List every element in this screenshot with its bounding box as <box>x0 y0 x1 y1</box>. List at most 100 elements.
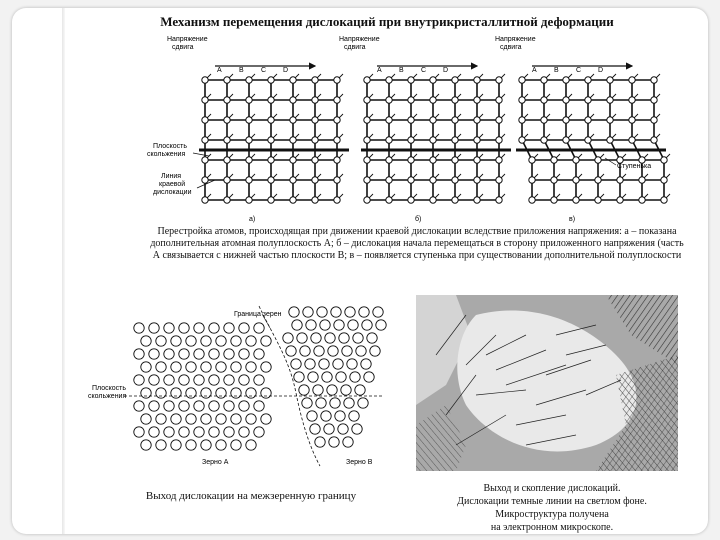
lattice-atom <box>451 156 459 164</box>
lattice-atom <box>495 196 503 204</box>
lattice-atom <box>451 96 459 104</box>
grain-atom <box>260 361 272 373</box>
grain-atom <box>200 439 212 451</box>
lattice-atom <box>385 96 393 104</box>
grain-atom <box>290 358 302 370</box>
grain-atom <box>185 335 197 347</box>
lattice-atom <box>363 156 371 164</box>
lattice-atom <box>584 116 592 124</box>
lattice-atom <box>407 76 415 84</box>
grain-atom <box>148 426 160 438</box>
grain-atom <box>349 371 361 383</box>
lattice-atom <box>616 196 624 204</box>
grain-atom <box>163 426 175 438</box>
lattice-atom <box>495 76 503 84</box>
col-label-c-A: A <box>532 67 537 74</box>
lattice-atom <box>562 116 570 124</box>
lattice-atom <box>223 156 231 164</box>
grain-atom <box>148 322 160 334</box>
col-label-b-A: A <box>377 67 382 74</box>
dislocation-line <box>555 324 597 336</box>
grain-atom <box>148 374 160 386</box>
dislocation-line <box>485 334 527 356</box>
grain-atom <box>328 436 340 448</box>
lattice-atom <box>201 76 209 84</box>
grain-boundary-diagram: Граница зерен Плоскость скольжения Зерно… <box>88 305 387 467</box>
grain-atom <box>253 400 265 412</box>
caption-grain-boundary: Выход дислокации на межзеренную границу <box>145 490 357 502</box>
grain-atom <box>293 371 305 383</box>
boundary-pointer <box>261 313 271 329</box>
lattice-atom <box>594 196 602 204</box>
grain-atom <box>223 426 235 438</box>
lattice-atom <box>594 156 602 164</box>
lattice-atom <box>429 196 437 204</box>
grain-atom <box>321 371 333 383</box>
lattice-atom <box>584 76 592 84</box>
grain-atom <box>354 384 366 396</box>
grain-atom <box>302 306 314 318</box>
lattice-atom <box>407 176 415 184</box>
lattice-atom <box>616 156 624 164</box>
lattice-atom <box>606 116 614 124</box>
grain-atom <box>193 400 205 412</box>
lattice-atom <box>429 96 437 104</box>
lattice-atom <box>201 116 209 124</box>
grain-atom <box>351 423 363 435</box>
lattice-atom <box>660 156 668 164</box>
lattice-atom <box>289 156 297 164</box>
grain-atom <box>245 413 257 425</box>
lattice-atom <box>311 96 319 104</box>
grain-atom <box>332 358 344 370</box>
lattice-atom <box>201 156 209 164</box>
lattice-atom <box>429 176 437 184</box>
grain-atom <box>155 335 167 347</box>
left-margin-rule <box>62 8 65 534</box>
lattice-atom <box>562 136 570 144</box>
grain-atom <box>326 384 338 396</box>
grain-atom <box>337 423 349 435</box>
grain-atom <box>298 384 310 396</box>
slip-label-2: скольжения <box>88 393 126 400</box>
grain-atom <box>305 319 317 331</box>
grain-atom <box>133 374 145 386</box>
lattice-atom <box>638 156 646 164</box>
grain-atom <box>320 410 332 422</box>
lattice-atom <box>363 76 371 84</box>
lattice-atom <box>451 136 459 144</box>
lattice-atom <box>267 136 275 144</box>
lattice-atom <box>333 96 341 104</box>
dislocation-pointer <box>196 179 216 189</box>
lattice-atom <box>495 96 503 104</box>
grain-atom <box>230 335 242 347</box>
lattice-atom <box>267 116 275 124</box>
lattice-atom <box>518 116 526 124</box>
grain-atom <box>319 319 331 331</box>
grain-atom <box>208 374 220 386</box>
lattice-atom <box>628 136 636 144</box>
grain-atom <box>178 348 190 360</box>
grain-atom <box>200 387 212 399</box>
grain-atom <box>360 358 372 370</box>
grain-atom <box>163 400 175 412</box>
lattice-atom <box>606 136 614 144</box>
grain-atom <box>178 322 190 334</box>
lattice-atom <box>311 136 319 144</box>
lattice-atom <box>407 116 415 124</box>
grain-atom <box>333 319 345 331</box>
lattice-atom <box>518 136 526 144</box>
grain-atom <box>357 397 369 409</box>
lattice-atom <box>606 76 614 84</box>
lattice-atom <box>385 176 393 184</box>
col-label-b-B: B <box>399 67 404 74</box>
micrograph-caption-line-1: Выход и скопление дислокаций. <box>483 483 621 494</box>
grain-atom <box>170 439 182 451</box>
lattice-atom <box>245 76 253 84</box>
lattice-atom <box>660 176 668 184</box>
grain-atom <box>208 426 220 438</box>
lattice-atom <box>363 136 371 144</box>
grain-atom <box>185 361 197 373</box>
col-label-b-C: C <box>421 67 426 74</box>
grain-atom <box>140 413 152 425</box>
lattice-atom <box>385 76 393 84</box>
